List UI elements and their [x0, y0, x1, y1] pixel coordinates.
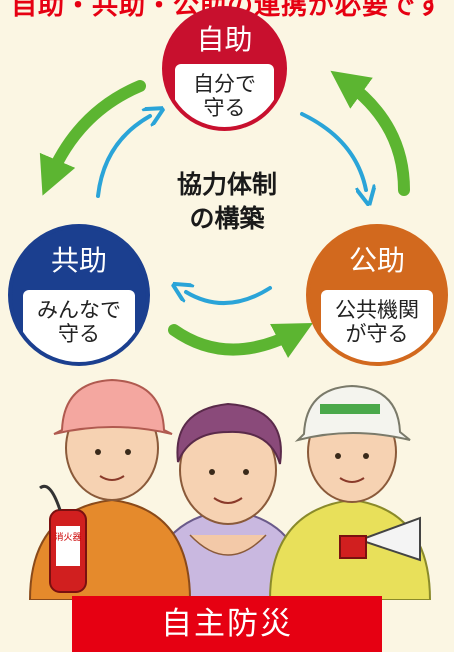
public-help-circle: 公助 公共機関 が守る	[306, 224, 448, 366]
public-help-line1: 公共機関	[334, 297, 419, 322]
self-help-line2: 守る	[203, 95, 246, 120]
cooperation-line1: 協力体制	[176, 170, 277, 199]
green-arrow-public-to-self	[330, 70, 410, 196]
self-help-description: 自分で 守る	[175, 63, 274, 127]
mutual-help-title: 共助	[50, 244, 107, 277]
firefighter-figure: 消火器	[28, 378, 192, 600]
blue-arrow-self-to-public	[300, 112, 366, 190]
self-help-line1: 自分で	[192, 71, 256, 96]
public-help-line2: が守る	[345, 321, 409, 346]
megaphone-man-figure	[268, 384, 432, 600]
mutual-help-circle: 共助 みんなで 守る	[8, 224, 150, 366]
residents-illustration: 消火器	[28, 378, 432, 600]
blue-arrow-mutual-to-self	[96, 116, 150, 198]
mutual-help-line1: みんなで	[36, 297, 121, 322]
blue-arrow-public-to-mutual	[186, 288, 272, 305]
public-help-title: 公助	[348, 244, 405, 277]
self-help-circle: 自助 自分で 守る	[162, 6, 287, 131]
mutual-help-line2: 守る	[57, 321, 100, 346]
extinguisher-label: 消火器	[54, 531, 81, 543]
green-arrow-self-to-mutual	[39, 80, 146, 196]
green-arrow-mutual-to-public	[168, 323, 313, 358]
cooperation-line2: の構築	[189, 204, 265, 233]
cooperation-label: 協力体制 の構築	[150, 168, 304, 236]
mutual-help-description: みんなで 守る	[22, 289, 136, 362]
megaphone-icon	[356, 516, 421, 562]
public-help-description: 公共機関 が守る	[320, 289, 434, 362]
self-defense-banner: 自主防災	[72, 596, 382, 652]
self-help-title: 自助	[196, 23, 253, 56]
